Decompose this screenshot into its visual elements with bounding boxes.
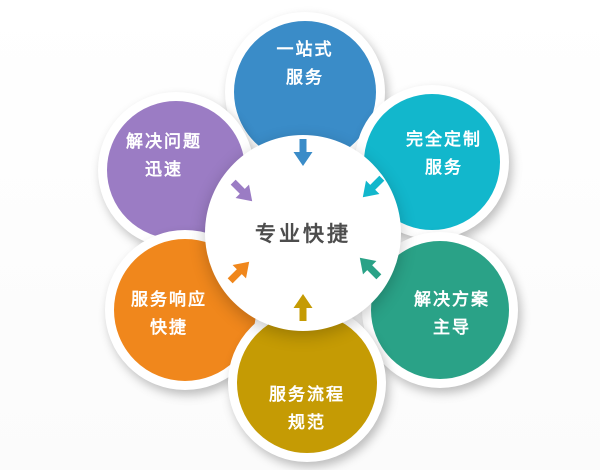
node-label: 完全定制 服务: [406, 130, 482, 179]
node-label-line2: 服务: [286, 68, 324, 87]
arrow-shape: [362, 175, 385, 198]
node-label-line1: 服务响应: [131, 289, 207, 309]
node-label: 一站式 服务: [277, 40, 334, 89]
arrow-shape: [359, 257, 382, 280]
arrow-up-icon: [291, 293, 315, 321]
arrow-shape: [293, 139, 313, 166]
arrow-down-right-icon: [225, 174, 262, 211]
node-label-line2: 迅速: [145, 160, 183, 179]
arrow-up-left-icon: [351, 249, 388, 286]
node-label: 服务响应 快捷: [131, 290, 207, 339]
node-label-line1: 解决方案: [414, 289, 490, 309]
arrow-shape: [227, 261, 250, 284]
node-label-line2: 服务: [425, 158, 463, 177]
node-label: 解决问题 迅速: [126, 132, 202, 181]
node-label-line1: 服务流程: [269, 384, 345, 404]
node-label-line2: 快捷: [150, 318, 188, 337]
arrow-up-right-icon: [222, 253, 259, 290]
node-label-line1: 完全定制: [406, 129, 482, 149]
node-label: 服务流程 规范: [269, 385, 345, 434]
node-label: 解决方案 主导: [414, 290, 490, 339]
node-label-line2: 主导: [433, 318, 471, 337]
node-label-line1: 解决问题: [126, 131, 202, 151]
arrow-down-icon: [291, 139, 315, 167]
arrow-down-left-icon: [354, 170, 391, 207]
arrow-shape: [293, 294, 313, 321]
node-label-line1: 一站式: [276, 39, 334, 59]
center-label: 专业快捷: [255, 223, 351, 246]
arrow-shape: [230, 179, 253, 202]
node-label-line2: 规范: [288, 413, 326, 432]
